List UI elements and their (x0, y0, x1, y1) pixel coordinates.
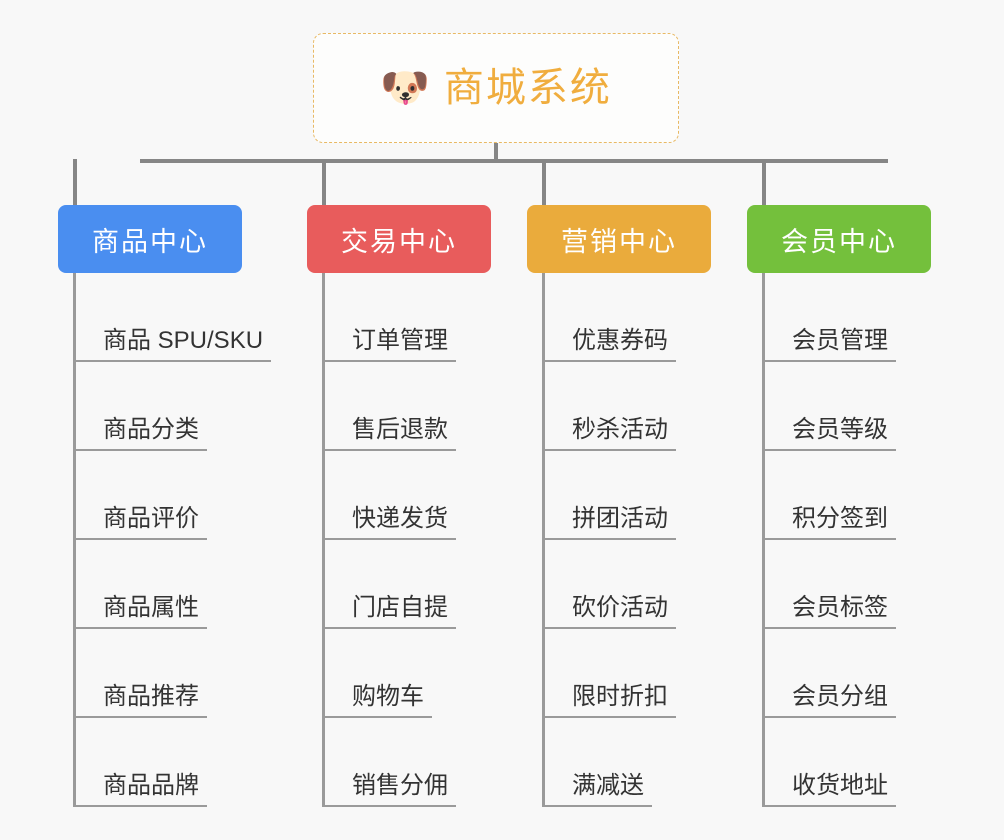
leaf-label: 商品推荐 (73, 683, 207, 718)
category-label-marketing-center: 营销中心 (561, 226, 677, 257)
leaf-item[interactable]: 限时折扣 (542, 629, 676, 718)
leaf-label: 限时折扣 (542, 683, 676, 718)
leaf-label: 满减送 (542, 772, 652, 807)
root-title: 商城系统 (443, 66, 612, 110)
category-label-trade-center: 交易中心 (341, 226, 457, 257)
leaf-item[interactable]: 积分签到 (762, 451, 896, 540)
leaf-item[interactable]: 商品推荐 (73, 629, 271, 718)
connector-drop-member-center (762, 159, 766, 207)
leaf-item[interactable]: 会员标签 (762, 540, 896, 629)
leaf-item[interactable]: 商品评价 (73, 451, 271, 540)
leaf-item[interactable]: 订单管理 (322, 273, 456, 362)
leaf-item[interactable]: 收货地址 (762, 718, 896, 807)
branch-spine-trade-center (322, 273, 325, 807)
leaf-label: 商品评价 (73, 505, 207, 540)
leaf-label: 商品属性 (73, 594, 207, 629)
branch-column-product-center: 商品 SPU/SKU 商品分类商品评价商品属性商品推荐商品品牌 (73, 273, 272, 807)
leaf-label: 秒杀活动 (542, 416, 676, 451)
leaf-label: 拼团活动 (542, 505, 676, 540)
category-box-marketing-center[interactable]: 营销中心 (527, 205, 711, 273)
shiba-dog-face-icon: 🐶 (380, 66, 430, 110)
leaf-label: 优惠券码 (542, 327, 676, 362)
branch-spine-member-center (762, 273, 765, 807)
leaf-item[interactable]: 砍价活动 (542, 540, 676, 629)
leaf-item[interactable]: 优惠券码 (542, 273, 676, 362)
leaf-label: 积分签到 (762, 505, 896, 540)
connector-root-stem (494, 143, 498, 161)
leaf-label: 售后退款 (322, 416, 456, 451)
leaf-label: 快递发货 (322, 505, 456, 540)
connector-drop-trade-center (322, 159, 326, 207)
leaf-item[interactable]: 购物车 (322, 629, 456, 718)
leaf-label: 砍价活动 (542, 594, 676, 629)
leaf-label: 商品分类 (73, 416, 207, 451)
leaf-item[interactable]: 满减送 (542, 718, 676, 807)
connector-horizontal-bus (140, 159, 888, 163)
category-label-product-center: 商品中心 (92, 226, 208, 257)
leaf-item[interactable]: 售后退款 (322, 362, 456, 451)
leaf-item[interactable]: 商品分类 (73, 362, 271, 451)
category-box-trade-center[interactable]: 交易中心 (307, 205, 491, 273)
leaf-item[interactable]: 快递发货 (322, 451, 456, 540)
branch-column-marketing-center: 优惠券码秒杀活动拼团活动砍价活动限时折扣满减送 (542, 273, 676, 807)
leaf-item[interactable]: 会员等级 (762, 362, 896, 451)
leaf-item[interactable]: 秒杀活动 (542, 362, 676, 451)
root-node[interactable]: 🐶 商城系统 (313, 33, 679, 143)
leaf-item[interactable]: 销售分佣 (322, 718, 456, 807)
leaf-label: 购物车 (322, 683, 432, 718)
leaf-label: 销售分佣 (322, 772, 456, 807)
branch-column-member-center: 会员管理会员等级积分签到会员标签会员分组收货地址 (762, 273, 896, 807)
category-box-product-center[interactable]: 商品中心 (58, 205, 242, 273)
branch-column-trade-center: 订单管理售后退款快递发货门店自提购物车销售分佣 (322, 273, 456, 807)
leaf-item[interactable]: 会员分组 (762, 629, 896, 718)
category-box-member-center[interactable]: 会员中心 (747, 205, 931, 273)
branch-spine-product-center (73, 273, 76, 807)
leaf-label: 会员分组 (762, 683, 896, 718)
category-label-member-center: 会员中心 (781, 226, 897, 257)
leaf-item[interactable]: 商品属性 (73, 540, 271, 629)
leaf-label: 订单管理 (322, 327, 456, 362)
connector-drop-product-center (73, 159, 77, 207)
leaf-label: 会员等级 (762, 416, 896, 451)
connector-drop-marketing-center (542, 159, 546, 207)
leaf-label: 收货地址 (762, 772, 896, 807)
leaf-label: 门店自提 (322, 594, 456, 629)
leaf-item[interactable]: 会员管理 (762, 273, 896, 362)
leaf-item[interactable]: 商品 SPU/SKU (73, 273, 272, 362)
leaf-label: 会员标签 (762, 594, 896, 629)
branch-spine-marketing-center (542, 273, 545, 807)
leaf-label: 会员管理 (762, 327, 896, 362)
leaf-label: 商品品牌 (73, 772, 207, 807)
leaf-item[interactable]: 拼团活动 (542, 451, 676, 540)
leaf-label: 商品 SPU/SKU (73, 327, 272, 362)
leaf-item[interactable]: 商品品牌 (73, 718, 271, 807)
leaf-item[interactable]: 门店自提 (322, 540, 456, 629)
